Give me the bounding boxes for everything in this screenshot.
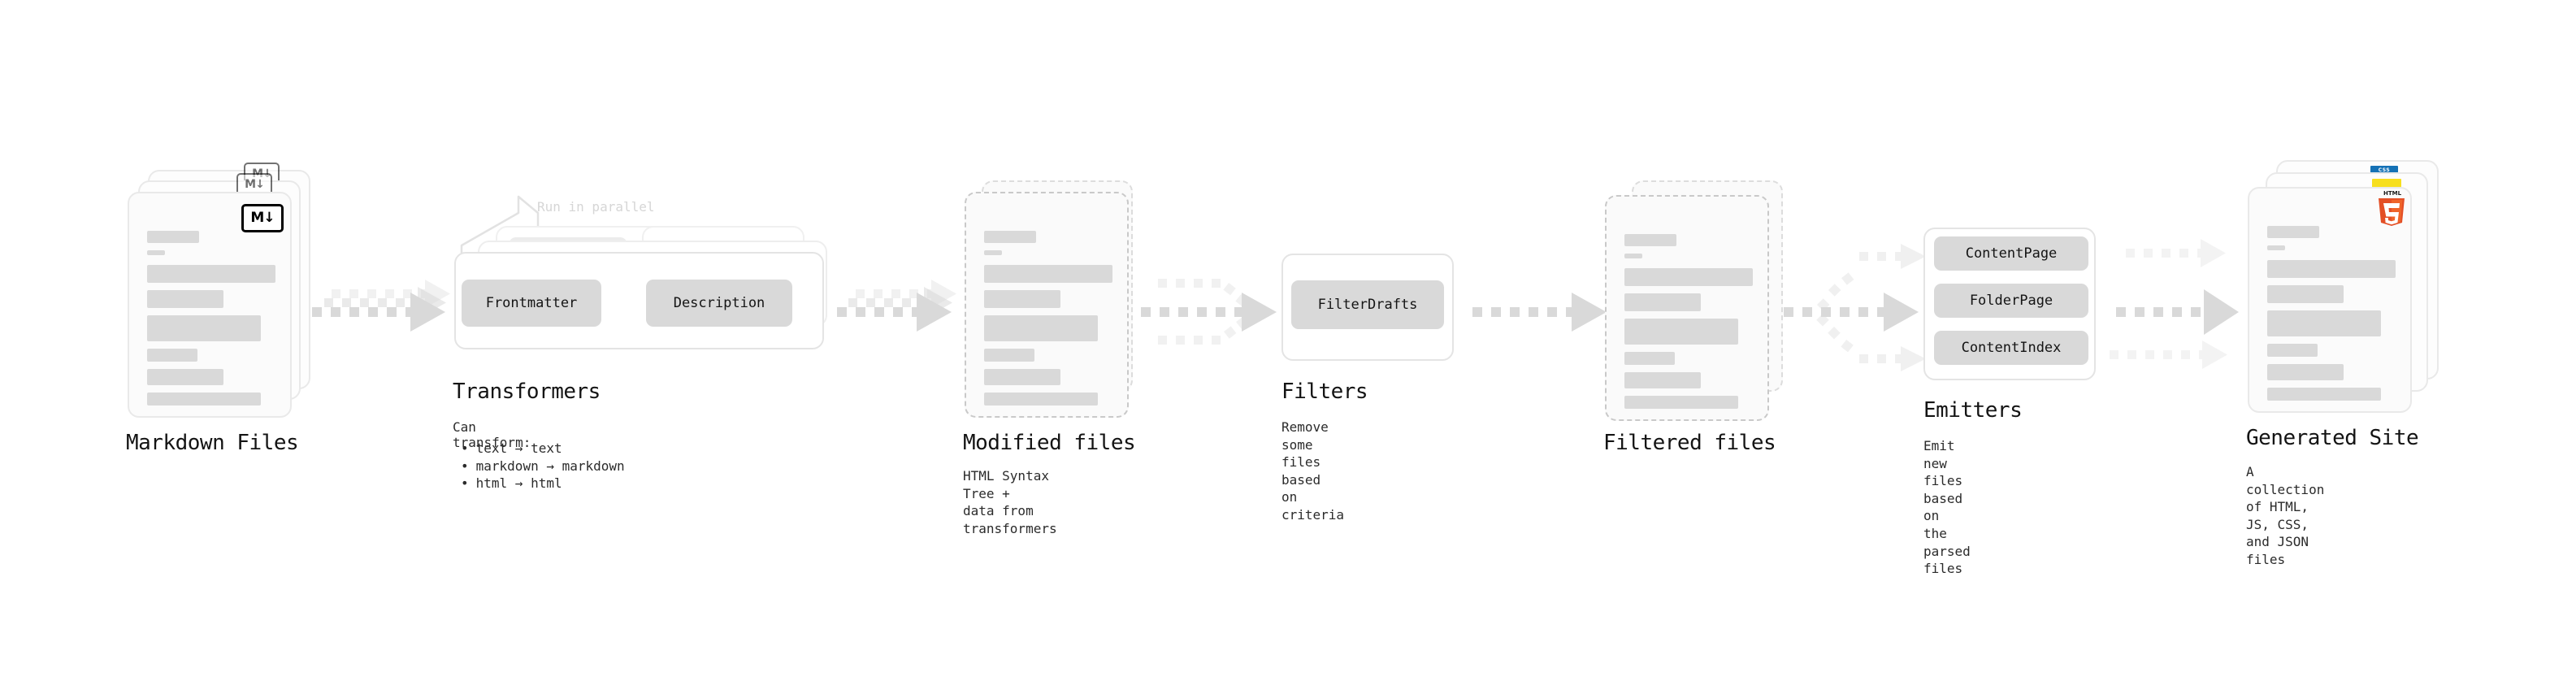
stage-title-filtered-files: Filtered files <box>1603 431 1776 455</box>
stage-caption-modified-files: HTML Syntax Tree + data from transformer… <box>963 468 1057 536</box>
filter-pill-filterdrafts[interactable]: FilterDrafts <box>1291 280 1444 329</box>
transform-bullet-2: markdown → markdown <box>461 458 625 475</box>
site-card-front <box>2248 187 2412 413</box>
site-card-content <box>2267 226 2396 408</box>
transformer-pill-frontmatter[interactable]: Frontmatter <box>462 280 601 327</box>
modified-card-front <box>965 192 1129 418</box>
transform-bullet-1: text → text <box>461 440 625 458</box>
stage-title-modified-files: Modified files <box>963 431 1136 455</box>
markdown-card-content <box>147 231 275 413</box>
emitter-pill-contentindex[interactable]: ContentIndex <box>1934 331 2088 365</box>
svg-text:HTML: HTML <box>2383 190 2402 197</box>
transform-bullet-3: html → html <box>461 475 625 492</box>
stage-title-transformers: Transformers <box>453 380 601 404</box>
transformers-bullets: text → text markdown → markdown html → h… <box>461 440 625 492</box>
css-icon: CSS <box>2370 166 2398 175</box>
stage-caption-generated-site: A collection of HTML, JS, CSS, and JSON … <box>2246 464 2325 567</box>
filtered-card-content <box>1624 234 1753 416</box>
stage-caption-emitters: Emit new files based on the parsed files <box>1923 438 1971 577</box>
transformer-pill-description[interactable]: Description <box>646 280 792 327</box>
stage-caption-filters: Remove some files based on criteria <box>1281 419 1345 523</box>
html5-icon: HTML <box>2379 190 2405 226</box>
emitter-pill-folderpage[interactable]: FolderPage <box>1934 284 2088 318</box>
stage-title-generated-site: Generated Site <box>2246 426 2419 450</box>
stage-title-emitters: Emitters <box>1923 398 2023 423</box>
stage-title-filters: Filters <box>1281 380 1368 404</box>
stage-title-markdown-files: Markdown Files <box>126 431 299 455</box>
modified-card-content <box>984 231 1112 413</box>
filtered-card-front <box>1605 195 1769 421</box>
emitter-pill-contentpage[interactable]: ContentPage <box>1934 236 2088 271</box>
markdown-icon-front: M↓ <box>241 204 284 232</box>
run-in-parallel-label: Run in parallel <box>537 199 655 215</box>
